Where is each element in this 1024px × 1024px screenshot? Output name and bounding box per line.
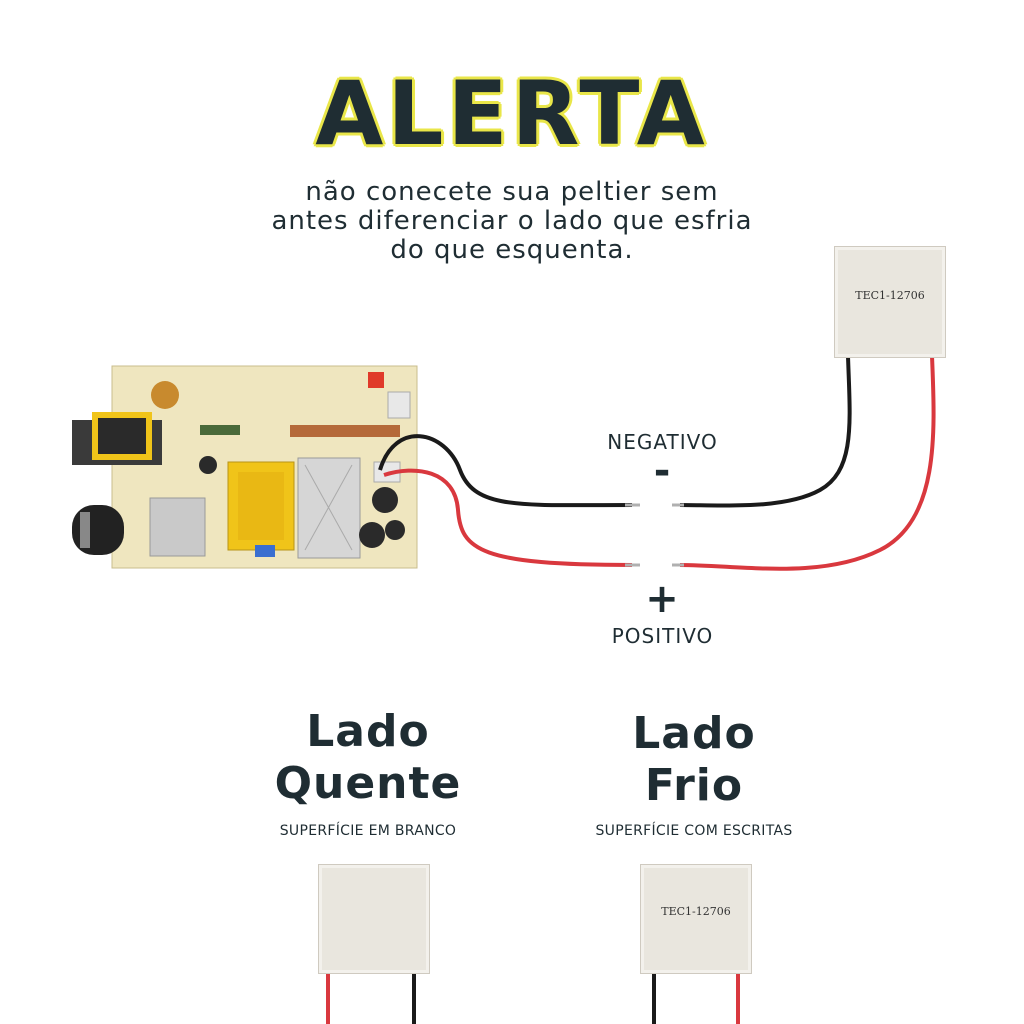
negative-label: NEGATIVO bbox=[607, 430, 718, 454]
alert-message-line-3: do que esquenta. bbox=[390, 235, 634, 265]
cold-side-caption: SUPERFÍCIE COM ESCRITAS bbox=[595, 823, 793, 839]
negative-sign: - bbox=[653, 448, 671, 494]
power-supply-board bbox=[72, 365, 418, 569]
peltier-module-top: TEC1-12706 bbox=[834, 246, 946, 358]
positive-label: POSITIVO bbox=[611, 624, 714, 648]
cold-side-title: Lado Frio bbox=[574, 708, 814, 812]
cold-side-title-line-1: Lado bbox=[632, 708, 756, 759]
alert-message-line-1: não conecete sua peltier sem bbox=[305, 177, 719, 207]
peltier-module-marking: TEC1-12706 bbox=[855, 289, 925, 302]
hot-side-title: Lado Quente bbox=[248, 706, 488, 810]
cold-side-title-line-2: Frio bbox=[644, 760, 744, 811]
cold-side-module-marking: TEC1-12706 bbox=[661, 905, 731, 918]
peltier-module-cold-side: TEC1-12706 bbox=[640, 864, 752, 974]
hot-side-title-line-2: Quente bbox=[274, 758, 462, 809]
hot-side-caption: SUPERFÍCIE EM BRANCO bbox=[279, 823, 457, 839]
alert-title: ALERTA bbox=[315, 62, 709, 165]
alert-message: não conecete sua peltier sem antes difer… bbox=[212, 178, 812, 265]
peltier-module-hot-side bbox=[318, 864, 430, 974]
alert-message-line-2: antes diferenciar o lado que esfria bbox=[271, 206, 753, 236]
hot-side-title-line-1: Lado bbox=[306, 706, 430, 757]
positive-sign: + bbox=[645, 576, 679, 622]
